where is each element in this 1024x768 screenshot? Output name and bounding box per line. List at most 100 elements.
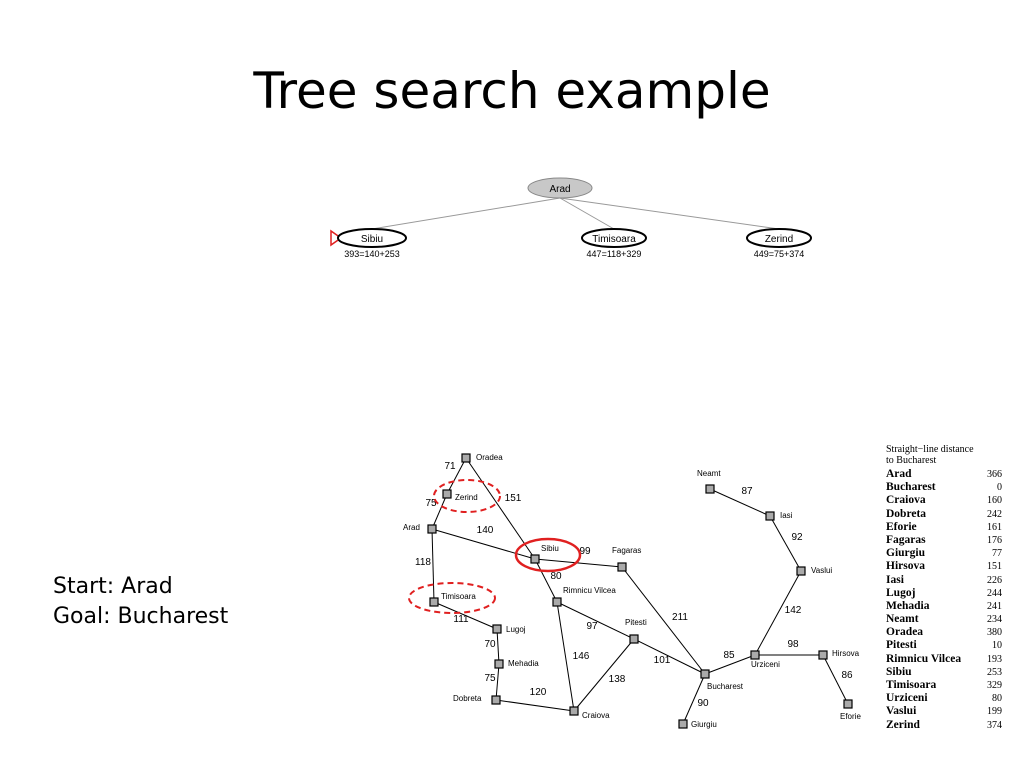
- road-fagaras-bucharest: [621, 566, 706, 675]
- sld-city: Urziceni: [886, 692, 928, 705]
- city-vaslui: Vaslui: [796, 566, 832, 576]
- sld-distance: 380: [987, 627, 1002, 639]
- sld-distance: 0: [997, 482, 1002, 494]
- city-label: Bucharest: [707, 682, 744, 691]
- city-label: Neamt: [697, 469, 721, 478]
- road-distance-label: 99: [579, 546, 591, 557]
- city-hirsova: Hirsova: [818, 649, 860, 660]
- sld-distance: 160: [987, 495, 1002, 507]
- map-cities: OradeaZerindAradTimisoaraLugojMehadiaDob…: [403, 453, 861, 729]
- sld-distance: 244: [987, 587, 1002, 599]
- sld-city: Craiova: [886, 494, 926, 507]
- road-distance-label: 118: [415, 557, 431, 568]
- road-distance-label: 90: [697, 698, 709, 709]
- city-label: Oradea: [476, 453, 503, 462]
- road-distance-label: 140: [477, 525, 494, 536]
- city-label: Dobreta: [453, 694, 482, 703]
- city-oradea: Oradea: [461, 453, 503, 463]
- sld-distance: 10: [992, 640, 1002, 652]
- city-giurgiu: Giurgiu: [678, 719, 717, 729]
- city-eforie: Eforie: [840, 699, 861, 721]
- sld-row: Urziceni 80: [886, 692, 1002, 705]
- tree-child-cost: 447=118+329: [587, 249, 642, 259]
- sld-city: Zerind: [886, 718, 920, 731]
- sld-row: Eforie 161: [886, 521, 1002, 534]
- city-marker-icon: [427, 524, 437, 534]
- road-distance-label: 138: [609, 674, 626, 685]
- road-distance-label: 111: [453, 614, 469, 625]
- sld-title-line1: Straight−line distance: [886, 444, 974, 455]
- city-marker-icon: [491, 695, 501, 705]
- city-fagaras: Fagaras: [612, 546, 641, 572]
- sld-city: Vaslui: [886, 705, 917, 718]
- sld-city: Oradea: [886, 626, 924, 639]
- city-marker-icon: [750, 650, 760, 660]
- sld-city: Arad: [886, 468, 912, 480]
- road-vaslui-iasi: [769, 515, 802, 572]
- highlight-sibiu: [514, 537, 582, 573]
- sld-distance: 161: [987, 521, 1002, 533]
- sld-title-line2: to Bucharest: [886, 455, 937, 466]
- sld-city: Hirsova: [886, 560, 925, 573]
- tree-child-ellipse: [581, 228, 647, 248]
- road-distance-label: 98: [787, 639, 799, 650]
- city-neamt: Neamt: [697, 469, 721, 494]
- city-label: Giurgiu: [691, 720, 717, 729]
- road-distance-label: 86: [841, 670, 853, 681]
- sld-distance: 329: [987, 680, 1002, 691]
- city-marker-icon: [843, 699, 853, 709]
- city-label: Arad: [403, 523, 420, 532]
- tree-child-cost: 393=140+253: [344, 249, 400, 259]
- city-arad: Arad: [403, 523, 437, 534]
- city-label: Fagaras: [612, 546, 641, 555]
- road-rimnicu-vilcea-craiova: [556, 601, 575, 712]
- road-distance-label: 75: [484, 673, 496, 684]
- tree-root-label: Arad: [549, 184, 570, 195]
- sld-city: Eforie: [886, 520, 917, 533]
- sld-distance: 80: [992, 693, 1002, 705]
- city-pitesti: Pitesti: [625, 618, 647, 644]
- sld-distance: 199: [987, 706, 1002, 718]
- sld-title: Straight−line distance to Bucharest: [886, 444, 1002, 466]
- highlight-zerind: [433, 479, 501, 513]
- road-distance-label: 97: [586, 621, 598, 632]
- city-label: Craiova: [582, 711, 610, 720]
- city-label: Iasi: [780, 511, 793, 520]
- road-rimnicu-vilcea-pitesti: [556, 601, 635, 640]
- search-tree: Arad Sibiu 393=140+253 Timisoara 447=118…: [330, 177, 812, 259]
- road-distance-label: 120: [530, 687, 547, 698]
- city-mehadia: Mehadia: [494, 659, 539, 669]
- sld-row: Oradea 380: [886, 626, 1002, 639]
- road-distance-label: 142: [785, 605, 802, 616]
- start-label: Start: Arad: [53, 574, 173, 599]
- sld-distance: 366: [987, 469, 1002, 480]
- city-label: Urziceni: [751, 660, 780, 669]
- city-marker-icon: [705, 484, 715, 494]
- city-label: Mehadia: [508, 659, 539, 668]
- sld-row: Arad 366: [886, 468, 1002, 481]
- city-marker-icon: [818, 650, 828, 660]
- tree-child-ellipse: [746, 228, 812, 248]
- tree-edge-zerind: [559, 197, 780, 230]
- tree-root-ellipse: [527, 177, 593, 199]
- city-zerind: Zerind: [442, 489, 478, 502]
- city-urziceni: Urziceni: [750, 650, 780, 669]
- city-marker-icon: [765, 511, 775, 521]
- road-distance-label: 92: [791, 532, 803, 543]
- city-label: Pitesti: [625, 618, 647, 627]
- tree-child-zerind: Zerind 449=75+374: [746, 228, 812, 259]
- road-arad-timisoara: [431, 528, 435, 603]
- sld-row: Craiova 160: [886, 494, 1002, 507]
- sld-distance: 193: [987, 653, 1002, 665]
- sld-distance: 241: [987, 600, 1002, 612]
- sld-row: Vaslui 199: [886, 705, 1002, 718]
- tree-child-sibiu: Sibiu 393=140+253: [330, 228, 407, 259]
- tree-root-node: Arad: [527, 177, 593, 199]
- city-marker-icon: [700, 669, 710, 679]
